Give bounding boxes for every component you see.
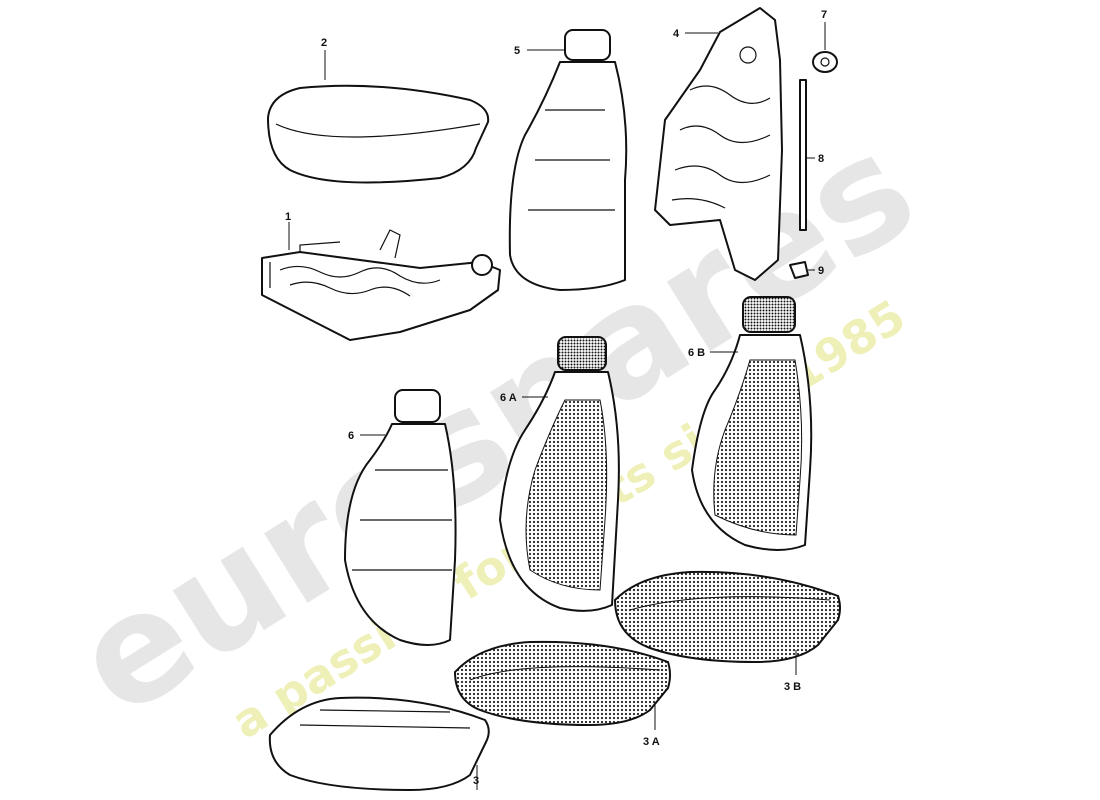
leader-lines xyxy=(288,22,826,790)
part-1-seat-frame xyxy=(261,229,501,341)
callout-6b: 6 B xyxy=(688,347,705,359)
part-3b-cushion xyxy=(613,570,841,664)
callout-8: 8 xyxy=(818,153,824,165)
callout-labels: 2 1 5 4 7 8 9 6 6 A 6 B 3 3 A 3 B xyxy=(285,9,827,787)
callout-4: 4 xyxy=(673,28,680,40)
callout-9: 9 xyxy=(818,265,824,277)
part-4-backrest-frame xyxy=(654,7,783,281)
part-3-cushion xyxy=(268,696,490,791)
callout-7: 7 xyxy=(821,9,827,21)
part-9-clip xyxy=(789,261,809,279)
part-7-knob xyxy=(812,51,838,73)
callout-3: 3 xyxy=(473,775,479,787)
part-5-backrest xyxy=(508,29,628,291)
part-6-backrest xyxy=(344,389,457,646)
callout-5: 5 xyxy=(514,45,520,57)
callout-1: 1 xyxy=(285,211,291,223)
callout-6: 6 xyxy=(348,430,354,442)
part-2-seat-cushion xyxy=(267,84,490,184)
part-8-rod xyxy=(799,79,807,231)
part-6b-backrest xyxy=(691,296,813,551)
part-3a-cushion xyxy=(453,640,671,727)
callout-3a: 3 A xyxy=(643,736,660,748)
callout-2: 2 xyxy=(321,37,327,49)
callout-6a: 6 A xyxy=(500,392,517,404)
part-6a-backrest xyxy=(499,336,620,612)
callout-3b: 3 B xyxy=(784,681,801,693)
